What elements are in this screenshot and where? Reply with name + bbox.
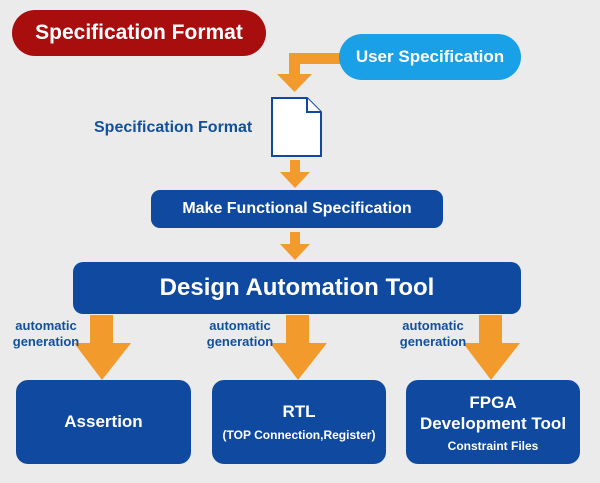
- auto-gen-line1: automatic: [15, 318, 77, 333]
- auto-gen-line1: automatic: [402, 318, 464, 333]
- rtl-title: RTL: [282, 402, 316, 421]
- down-arrow-1: [280, 160, 310, 188]
- output-arrow-assertion: [74, 315, 131, 380]
- fpga-title-line2: Development Tool: [419, 413, 567, 433]
- auto-gen-label-assertion: automatic generation: [4, 318, 88, 350]
- elbow-arrow: [277, 53, 340, 92]
- fpga-node: FPGA Development Tool Constraint Files: [406, 380, 580, 464]
- fpga-title-line1: FPGA: [469, 392, 517, 412]
- assertion-node: Assertion: [16, 380, 191, 464]
- auto-gen-line2: generation: [399, 334, 467, 349]
- user-specification-node: User Specification: [339, 34, 521, 80]
- auto-gen-line1: automatic: [209, 318, 271, 333]
- assertion-label: Assertion: [64, 412, 143, 431]
- rtl-node: RTL (TOP Connection,Register): [212, 380, 386, 464]
- spec-format-label: Specification Format: [94, 119, 253, 136]
- fpga-subtitle: Constraint Files: [447, 438, 539, 453]
- auto-gen-line2: generation: [206, 334, 274, 349]
- design-automation-tool-label: Design Automation Tool: [159, 274, 435, 301]
- down-arrow-2: [280, 232, 310, 260]
- design-automation-tool-node: Design Automation Tool: [73, 262, 521, 314]
- output-arrow-rtl: [270, 315, 327, 380]
- auto-gen-label-rtl: automatic generation: [198, 318, 282, 350]
- auto-gen-label-fpga: automatic generation: [391, 318, 475, 350]
- title-badge: Specification Format: [12, 10, 266, 56]
- rtl-subtitle: (TOP Connection,Register): [222, 428, 376, 442]
- document-icon: [271, 97, 322, 157]
- output-arrow-fpga: [463, 315, 520, 380]
- make-functional-spec-node: Make Functional Specification: [151, 190, 443, 228]
- auto-gen-line2: generation: [12, 334, 80, 349]
- make-functional-spec-label: Make Functional Specification: [182, 200, 412, 217]
